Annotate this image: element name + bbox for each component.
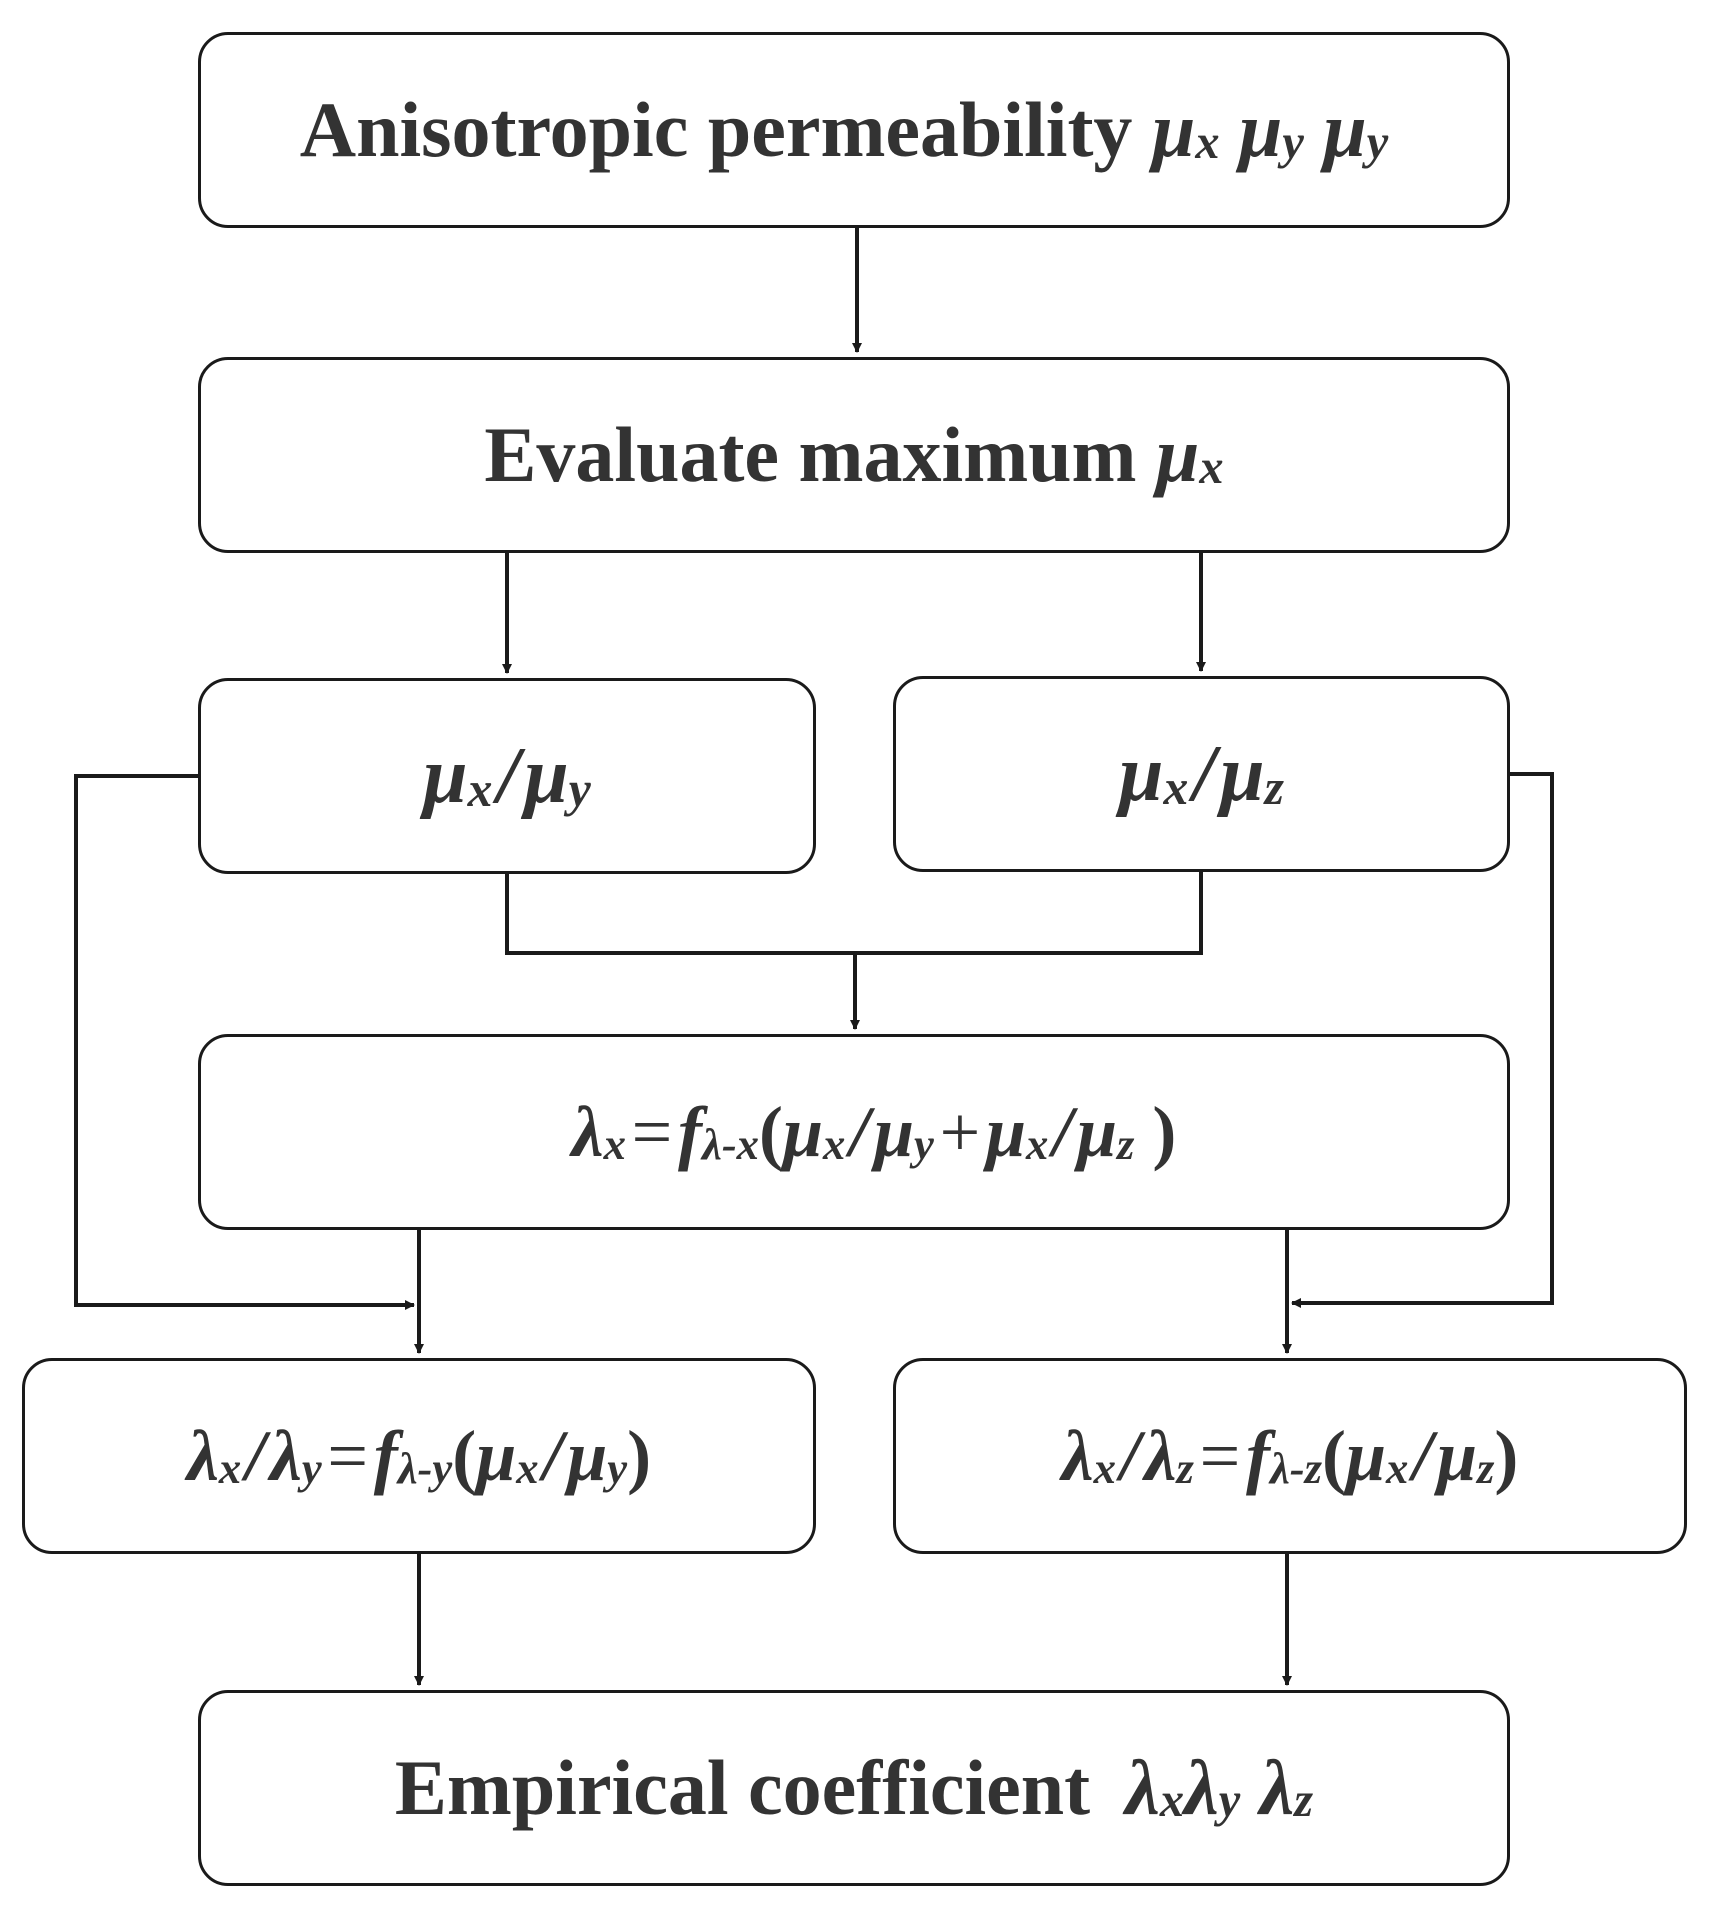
subscript: x [218,1443,242,1494]
function-symbol: f [373,1416,398,1496]
mu-symbol: μ [782,1092,824,1172]
lambda-symbol: λ [1125,1744,1160,1831]
subscript: x [1159,1774,1185,1828]
node-label: Empirical coefficient [394,1744,1091,1831]
subscript: x [1163,760,1189,816]
mu-symbol: μ [1436,1416,1478,1496]
equals-sign: = [1199,1416,1241,1496]
mu-symbol: μ [1220,730,1265,818]
subscript: λ-z [1269,1443,1322,1494]
close-paren: ) [627,1416,652,1496]
connector-ratio-xz-loop [1291,772,1554,1308]
mu-symbol: μ [524,732,569,820]
subscript: z [1176,1443,1194,1494]
open-paren: ( [1322,1416,1346,1496]
subscript: x [1386,1443,1409,1494]
subscript: x [467,762,493,818]
slash: / [1412,1416,1433,1496]
subscript: x [1199,441,1224,495]
mu-symbol: μ [1156,411,1200,498]
subscript: y [301,1443,322,1494]
plus-sign: + [939,1092,981,1172]
connector-merge-ratios [505,872,1203,955]
subscript: x [516,1443,539,1494]
equals-sign: = [631,1092,673,1172]
subscript: z [1477,1443,1495,1494]
subscript: z [1294,1774,1314,1828]
subscript: x [603,1119,626,1170]
connector-ratio-xy-loop [74,774,415,1310]
mu-symbol: μ [985,1092,1026,1172]
lambda-symbol: λ [571,1092,604,1172]
open-paren: ( [759,1092,783,1172]
subscript: λ-x [702,1119,759,1170]
mu-symbol: μ [423,732,468,820]
lambda-symbol: λ [269,1416,302,1496]
slash: / [542,1416,563,1496]
node-label: Anisotropic permeability [299,86,1133,173]
subscript: x [1093,1443,1116,1494]
mu-symbol: μ [873,1092,915,1172]
slash: / [1193,730,1216,818]
slash: / [1120,1416,1141,1496]
subscript: λ-y [397,1443,453,1494]
mu-symbol: μ [1151,86,1196,173]
subscript: y [1282,116,1304,170]
lambda-symbol: λ [1259,1744,1295,1831]
slash: / [1052,1092,1073,1172]
mu-symbol: μ [567,1416,608,1496]
lambda-symbol: λ [1144,1416,1177,1496]
mu-symbol: μ [1345,1416,1387,1496]
subscript: x [1026,1119,1049,1170]
close-paren: ) [1494,1416,1519,1496]
subscript: y [1366,116,1389,170]
lambda-symbol: λ [186,1416,219,1496]
open-paren: ( [452,1416,477,1496]
slash: / [849,1092,870,1172]
lambda-symbol: λ [1061,1416,1094,1496]
slash: / [497,732,520,820]
equals-sign: = [327,1416,368,1496]
node-label: Evaluate maximum [484,411,1137,498]
subscript: y [568,762,591,818]
close-paren: ) [1152,1092,1177,1172]
mu-symbol: μ [1076,1092,1117,1172]
subscript: y [914,1119,934,1170]
subscript: x [1195,116,1220,170]
slash: / [245,1416,266,1496]
mu-symbol: μ [1119,730,1164,818]
subscript: y [1218,1774,1241,1828]
mu-symbol: μ [1239,86,1283,173]
mu-symbol: μ [476,1416,517,1496]
function-symbol: f [1245,1416,1270,1496]
subscript: y [607,1443,628,1494]
function-symbol: f [678,1092,703,1172]
subscript: z [1264,760,1284,816]
subscript: z [1117,1119,1135,1170]
lambda-symbol: λ [1184,1744,1219,1831]
mu-symbol: μ [1323,86,1367,173]
subscript: x [823,1119,846,1170]
